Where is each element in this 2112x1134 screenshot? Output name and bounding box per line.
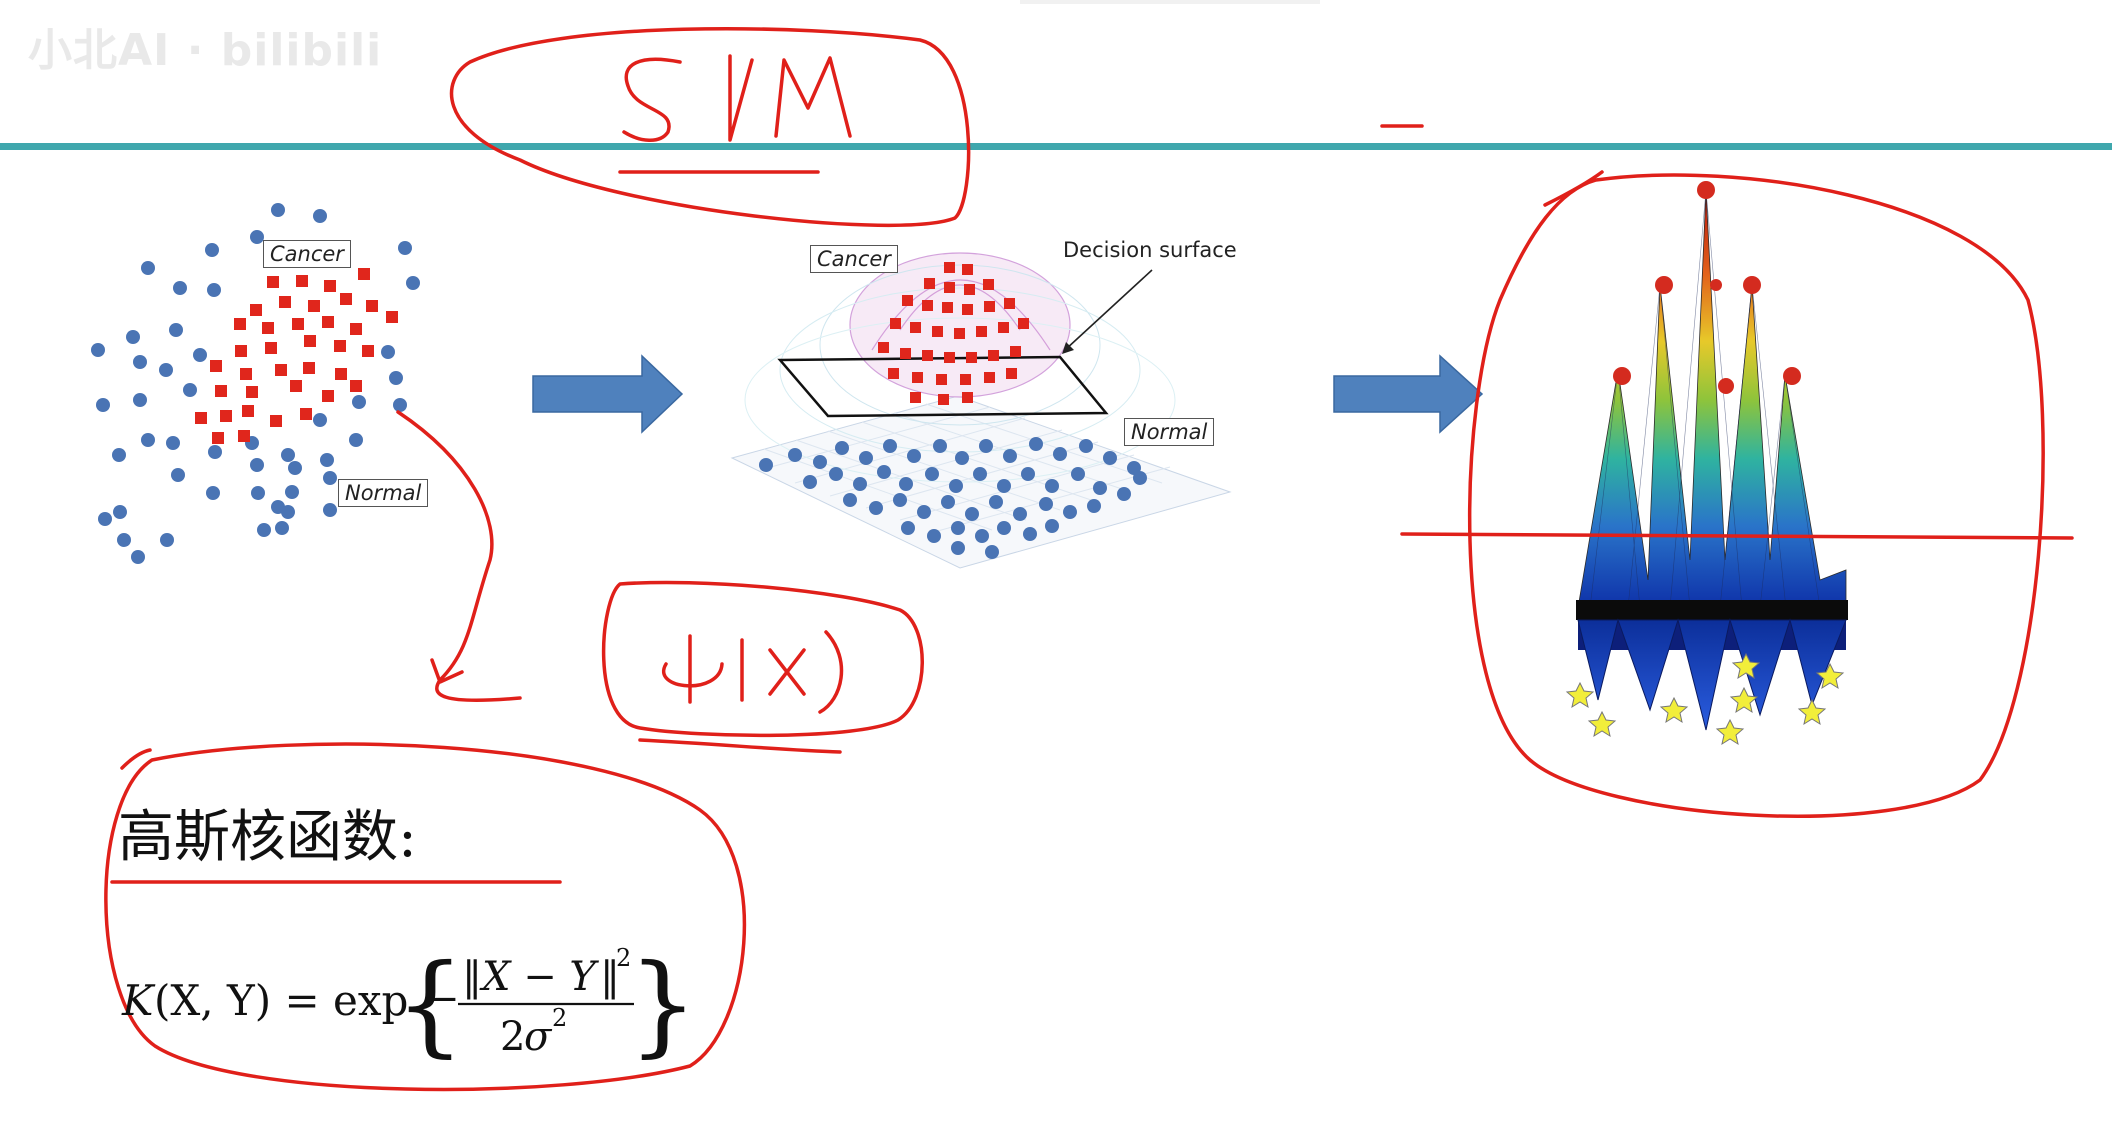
svg-text:(X, Y) = exp: (X, Y) = exp bbox=[154, 976, 408, 1025]
svg-text:‖: ‖ bbox=[462, 954, 482, 1000]
svg-text:{: { bbox=[395, 940, 465, 1068]
red-annotations bbox=[104, 26, 2074, 1092]
svg-text:K: K bbox=[121, 976, 156, 1025]
middle-normal-points bbox=[759, 437, 1147, 559]
arrow-right-1 bbox=[532, 354, 684, 434]
middle-cancer-points bbox=[878, 262, 1029, 405]
header-rule bbox=[0, 143, 2112, 150]
decision-surface-label: Decision surface bbox=[1063, 238, 1237, 262]
middle-3d-plot bbox=[730, 252, 1232, 569]
svg-text:2: 2 bbox=[616, 944, 631, 972]
left-cancer-label: Cancer bbox=[263, 240, 351, 268]
svg-text:2: 2 bbox=[552, 1004, 567, 1032]
left-normal-points bbox=[91, 203, 420, 564]
gaussian-surface bbox=[1565, 181, 1848, 746]
svg-text:σ: σ bbox=[524, 1014, 553, 1060]
svg-text:2: 2 bbox=[500, 1014, 525, 1060]
watermark: 小北AI · bilibili bbox=[28, 25, 383, 76]
arrow-right-2 bbox=[1333, 354, 1484, 434]
middle-normal-label: Normal bbox=[1124, 418, 1215, 446]
left-cancer-points bbox=[195, 268, 398, 444]
svg-text:}: } bbox=[628, 940, 698, 1068]
svg-text:X − Y: X − Y bbox=[479, 954, 599, 1000]
svg-text:‖: ‖ bbox=[600, 954, 620, 1000]
top-bar bbox=[1020, 0, 1320, 4]
left-normal-label: Normal bbox=[338, 479, 429, 507]
svg-text:−: − bbox=[426, 976, 460, 1022]
gaussian-title: 高斯核函数: bbox=[118, 805, 417, 870]
middle-cancer-label: Cancer bbox=[810, 245, 898, 273]
gaussian-formula: K (X, Y) = exp { − ‖ X − Y ‖ 2 2 σ 2 } bbox=[121, 940, 698, 1068]
